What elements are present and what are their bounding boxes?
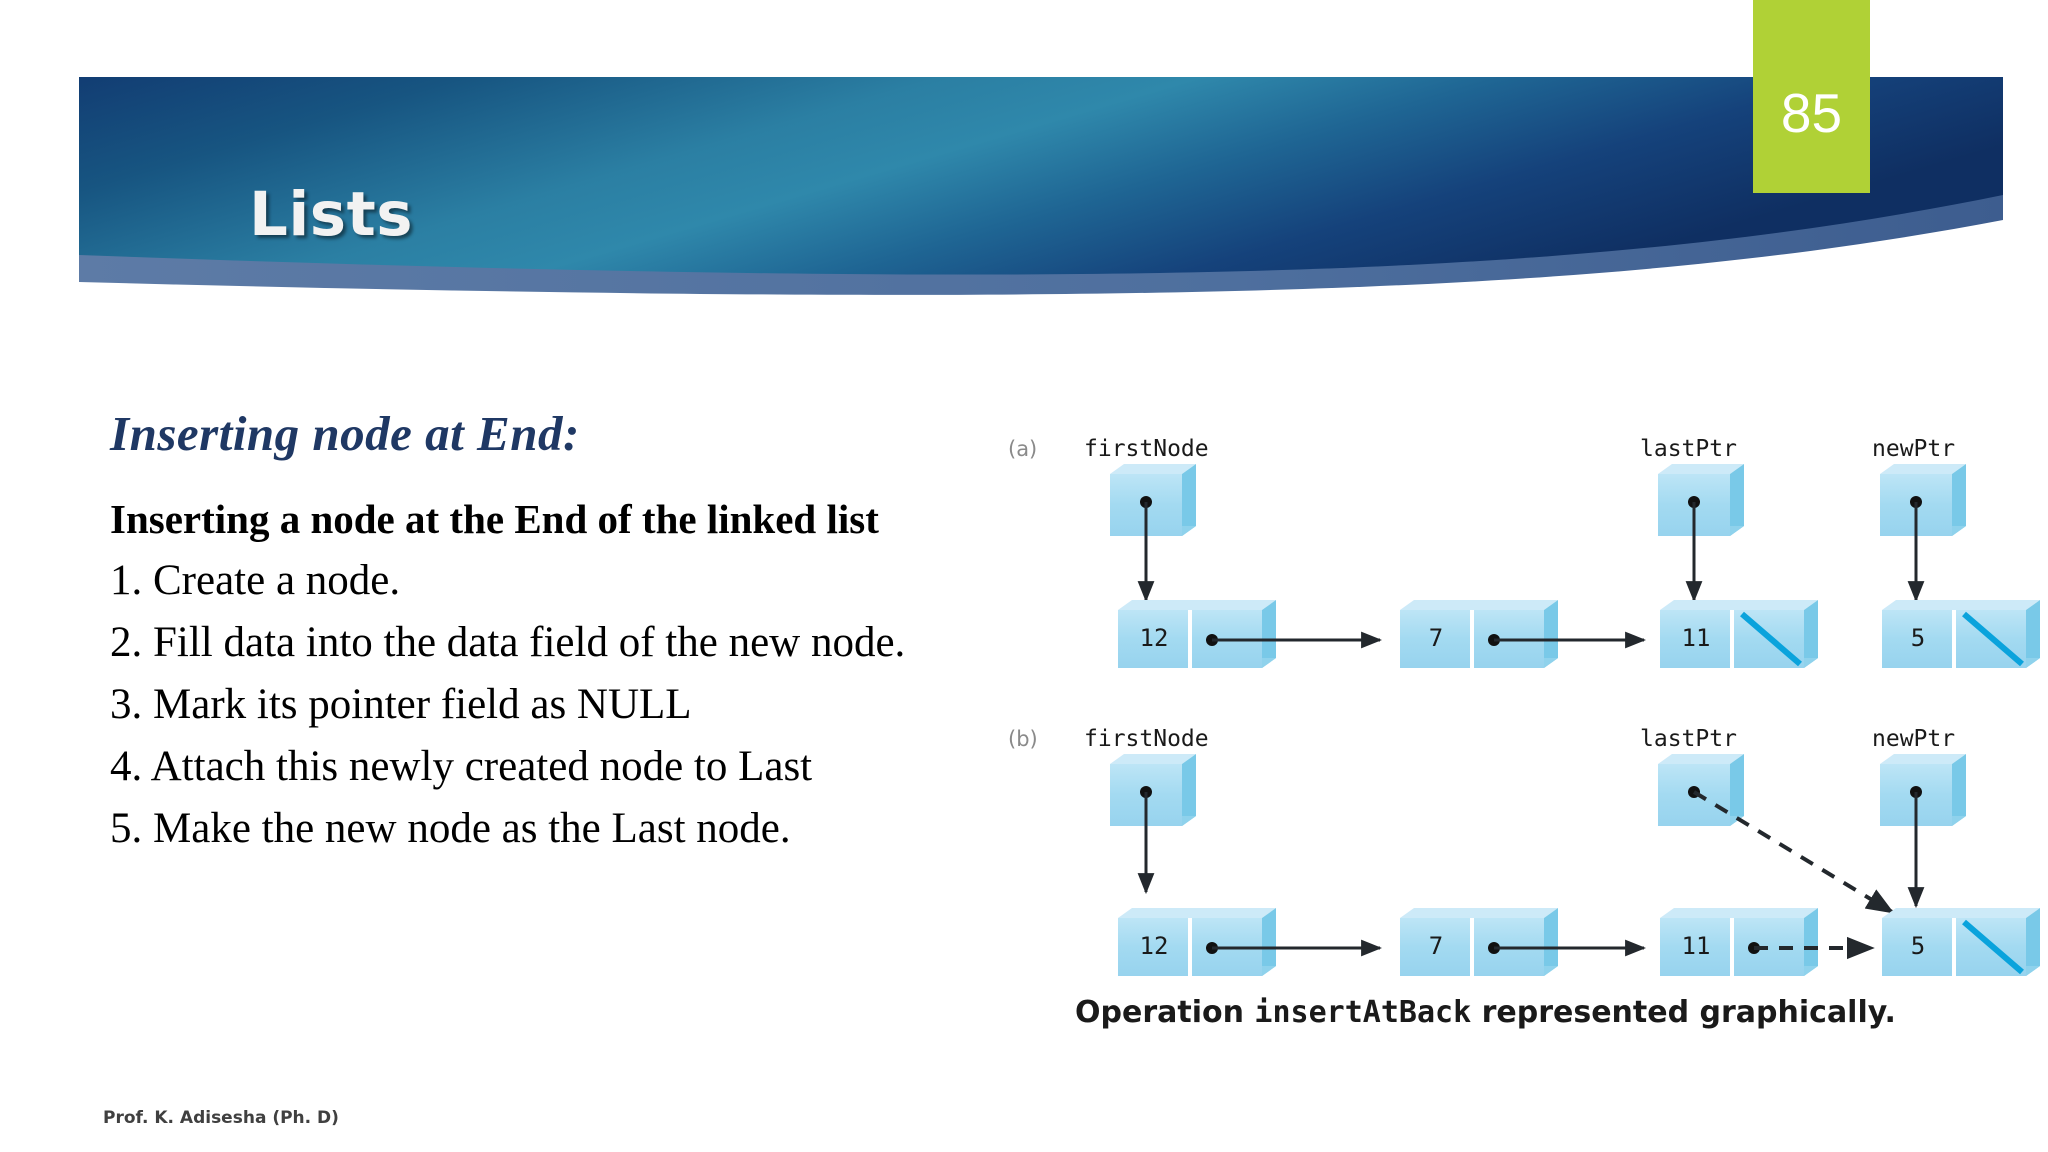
node-value-7-b: 7 — [1429, 932, 1443, 960]
node-7-b: 7 — [1400, 908, 1558, 976]
node-value-5-a: 5 — [1911, 624, 1925, 652]
node-value-12-a: 12 — [1140, 624, 1169, 652]
list-item: Inserting a node at the End of the linke… — [110, 496, 879, 542]
pointer-label-firstnode-b: firstNode — [1084, 726, 1209, 752]
pointer-label-lastptr-b: lastPtr — [1640, 726, 1737, 752]
figure-caption: Operation insertAtBack represented graph… — [1075, 995, 1896, 1030]
footer-credit: Prof. K. Adisesha (Ph. D) — [103, 1108, 339, 1128]
caption-post: represented graphically. — [1471, 995, 1896, 1030]
node-value-11-b: 11 — [1682, 932, 1711, 960]
node-value-12-b: 12 — [1140, 932, 1169, 960]
pointer-box-lastptr-a — [1658, 464, 1744, 536]
node-value-5-b: 5 — [1911, 932, 1925, 960]
pointer-box-newptr-b — [1880, 754, 1966, 826]
list-item: 5. Make the new node as the Last node. — [110, 805, 791, 852]
list-item: 3. Mark its pointer field as NULL — [110, 681, 692, 728]
steps-list: Inserting a node at the End of the linke… — [110, 488, 1050, 860]
node-5-a: 5 — [1882, 600, 2040, 668]
title-banner: Lists — [79, 77, 2003, 337]
pointer-box-firstnode-a — [1110, 464, 1196, 536]
list-item: 1. Create a node. — [110, 557, 401, 604]
slide-number-badge: 85 — [1753, 0, 1870, 193]
pointer-label-firstnode-a: firstNode — [1084, 436, 1209, 462]
list-item: 2. Fill data into the data field of the … — [110, 619, 906, 666]
panel-b-label: (b) — [1008, 727, 1038, 751]
pointer-box-lastptr-b — [1658, 754, 1744, 826]
node-12-a: 12 — [1118, 600, 1276, 668]
node-11-b: 11 — [1660, 908, 1818, 976]
pointer-label-newptr-b: newPtr — [1872, 726, 1955, 752]
caption-pre: Operation — [1075, 995, 1255, 1030]
node-11-a: 11 — [1660, 600, 1818, 668]
page-title: Lists — [249, 179, 414, 250]
pointer-box-firstnode-b — [1110, 754, 1196, 826]
null-slash-5-a — [1962, 611, 2024, 667]
node-7-a: 7 — [1400, 600, 1558, 668]
caption-operation-name: insertAtBack — [1254, 995, 1472, 1030]
banner-shape — [79, 77, 2003, 295]
pointer-box-newptr-a — [1880, 464, 1966, 536]
node-12-b: 12 — [1118, 908, 1276, 976]
node-value-11-a: 11 — [1682, 624, 1711, 652]
null-slash-11-a — [1740, 611, 1802, 667]
banner-main — [79, 77, 2003, 275]
arrow-lastptr-to-5-b — [1692, 790, 1895, 914]
pointer-label-newptr-a: newPtr — [1872, 436, 1955, 462]
panel-a-label: (a) — [1008, 437, 1037, 461]
pointer-label-lastptr-a: lastPtr — [1640, 436, 1737, 462]
list-item: 4. Attach this newly created node to Las… — [110, 743, 813, 790]
figure-svg: (a) firstNode lastPtr newPtr — [1008, 436, 2040, 976]
node-value-7-a: 7 — [1429, 624, 1443, 652]
slide-number-text: 85 — [1780, 82, 1843, 144]
section-heading: Inserting node at End: — [110, 406, 580, 461]
linked-list-figure: (a) firstNode lastPtr newPtr — [1000, 430, 2048, 1050]
null-slash-5-b — [1962, 919, 2024, 975]
node-5-b: 5 — [1882, 908, 2040, 976]
